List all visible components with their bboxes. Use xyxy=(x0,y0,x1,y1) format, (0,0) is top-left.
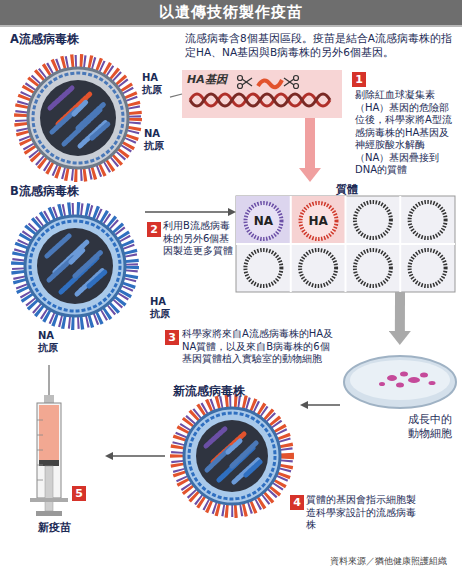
step-text: 科學家將來自A流感病毒株的HA及NA質體，以及來自B病毒株的6個基因質體植入實驗… xyxy=(182,328,337,366)
virus-node: A流感病毒株 xyxy=(5,30,170,180)
syringe: 新疫苗 xyxy=(10,365,105,540)
gene-box-bg xyxy=(182,70,342,118)
cut-segment xyxy=(258,80,282,87)
node-label: B流感病毒株 xyxy=(10,184,79,199)
antigen-label: NA 抗原 xyxy=(38,330,64,354)
virus-node: B流感病毒株 xyxy=(5,182,145,330)
node-label: 新疫苗 xyxy=(38,520,71,535)
node-label: 新流感病毒株 xyxy=(173,384,245,399)
callout-number: 2 xyxy=(147,222,161,237)
plasmid-grid xyxy=(236,196,455,292)
step-text: 剔除紅血球凝集素（HA）基因的危險部位後，科學家將A型流感病毒株的HA基因及神經… xyxy=(355,89,457,177)
virus-new-art xyxy=(177,401,287,511)
node-label: HA xyxy=(295,199,342,243)
virus-node: 新流感病毒株 xyxy=(165,384,300,514)
callout-number: 4 xyxy=(290,495,304,510)
node-label: 成長中的動物細胞 xyxy=(404,413,452,441)
syringe-art xyxy=(30,365,68,516)
callout-number: 1 xyxy=(352,72,366,87)
antigen-label: HA 抗原 xyxy=(150,296,176,320)
step-text: 質體的基因會指示細胞製造科學家設計的流感病毒株 xyxy=(306,494,418,532)
flow-arrow xyxy=(395,292,405,331)
gene-box: HA基因 xyxy=(182,70,342,118)
scissors-symbol xyxy=(238,76,299,89)
petri-dish-art xyxy=(344,356,456,408)
callout-number: 5 xyxy=(72,486,86,501)
virus-a-art xyxy=(21,61,135,175)
flow-arrow xyxy=(145,211,228,213)
node-label: A流感病毒株 xyxy=(10,32,79,47)
flow-arrow xyxy=(170,94,182,97)
source-note: 資料來源／猶他健康照護組織 xyxy=(330,556,447,568)
flow-arrow xyxy=(305,118,315,168)
plasmid-circle: HA xyxy=(295,199,342,243)
title-text: 以遺傳技術製作疫苗 xyxy=(0,0,462,25)
petri-dish: 成長中的動物細胞 xyxy=(340,345,455,445)
step-text: 利用B流感病毒株的另外6個基因製造更多質體 xyxy=(163,220,235,258)
title-rule xyxy=(0,25,462,27)
antigen-label: HA 抗原 xyxy=(142,72,168,96)
node-label: HA基因 xyxy=(187,72,227,87)
flow-arrow xyxy=(113,455,165,457)
plasmid-circle: NA xyxy=(240,199,287,243)
title-bar-bg xyxy=(0,0,462,25)
virus-b-art xyxy=(18,209,132,323)
antigen-label: NA 抗原 xyxy=(144,128,170,152)
callout-number: 3 xyxy=(165,330,179,345)
node-label: NA xyxy=(240,199,287,243)
dna-strand xyxy=(190,94,330,106)
plasmid-box: 質體 NAHA xyxy=(236,182,455,292)
dna-strand xyxy=(190,94,330,106)
intro-text: 流感病毒含8個基因區段。疫苗是結合A流感病毒株的指定HA、NA基因與B病毒株的另… xyxy=(185,31,453,59)
flow-arrow xyxy=(308,404,340,406)
node-label: 質體 xyxy=(336,182,358,197)
